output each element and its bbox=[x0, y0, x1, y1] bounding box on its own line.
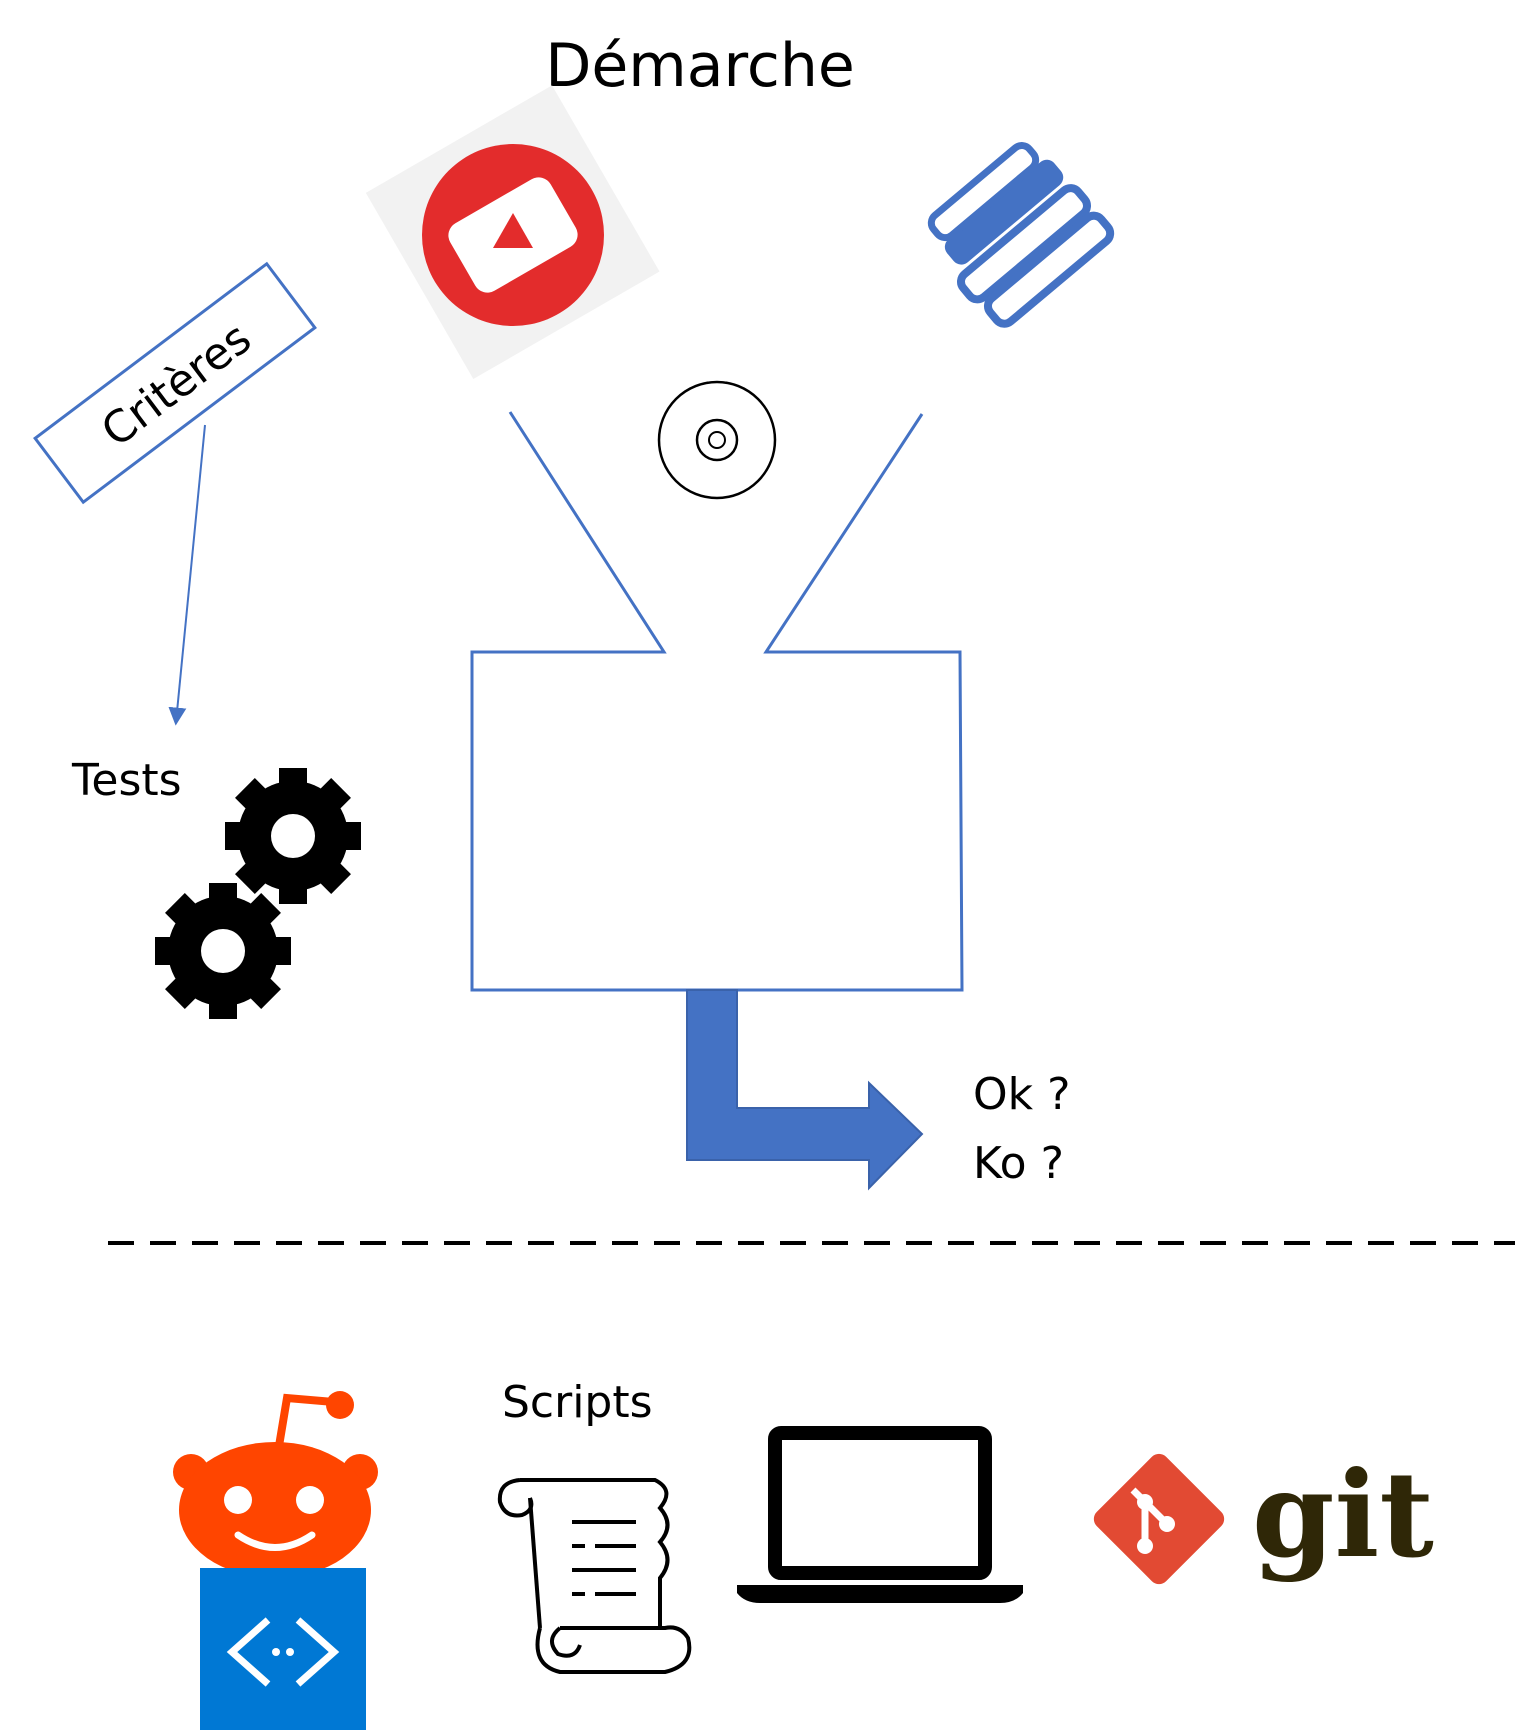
disc-icon bbox=[657, 380, 777, 500]
tests-label: Tests bbox=[71, 755, 182, 806]
git-logo-icon: git bbox=[1093, 1445, 1434, 1585]
result-ko-label: Ko ? bbox=[973, 1138, 1064, 1189]
output-arrow bbox=[686, 989, 924, 1191]
laptop-icon bbox=[737, 1426, 1023, 1603]
result-ok-label: Ok ? bbox=[973, 1069, 1070, 1120]
diagram-title: Démarche bbox=[545, 31, 855, 101]
books-icon bbox=[927, 142, 1115, 328]
criteria-to-tests-arrow bbox=[168, 424, 206, 726]
criteria-box: Critères bbox=[33, 261, 317, 505]
reddit-icon bbox=[173, 1391, 378, 1578]
script-scroll-icon bbox=[497, 1478, 692, 1674]
api-icon bbox=[200, 1568, 366, 1730]
git-wordmark: git bbox=[1252, 1445, 1434, 1584]
gears-icon bbox=[155, 768, 361, 1019]
scripts-label: Scripts bbox=[502, 1377, 653, 1428]
youtube-icon bbox=[365, 85, 660, 380]
